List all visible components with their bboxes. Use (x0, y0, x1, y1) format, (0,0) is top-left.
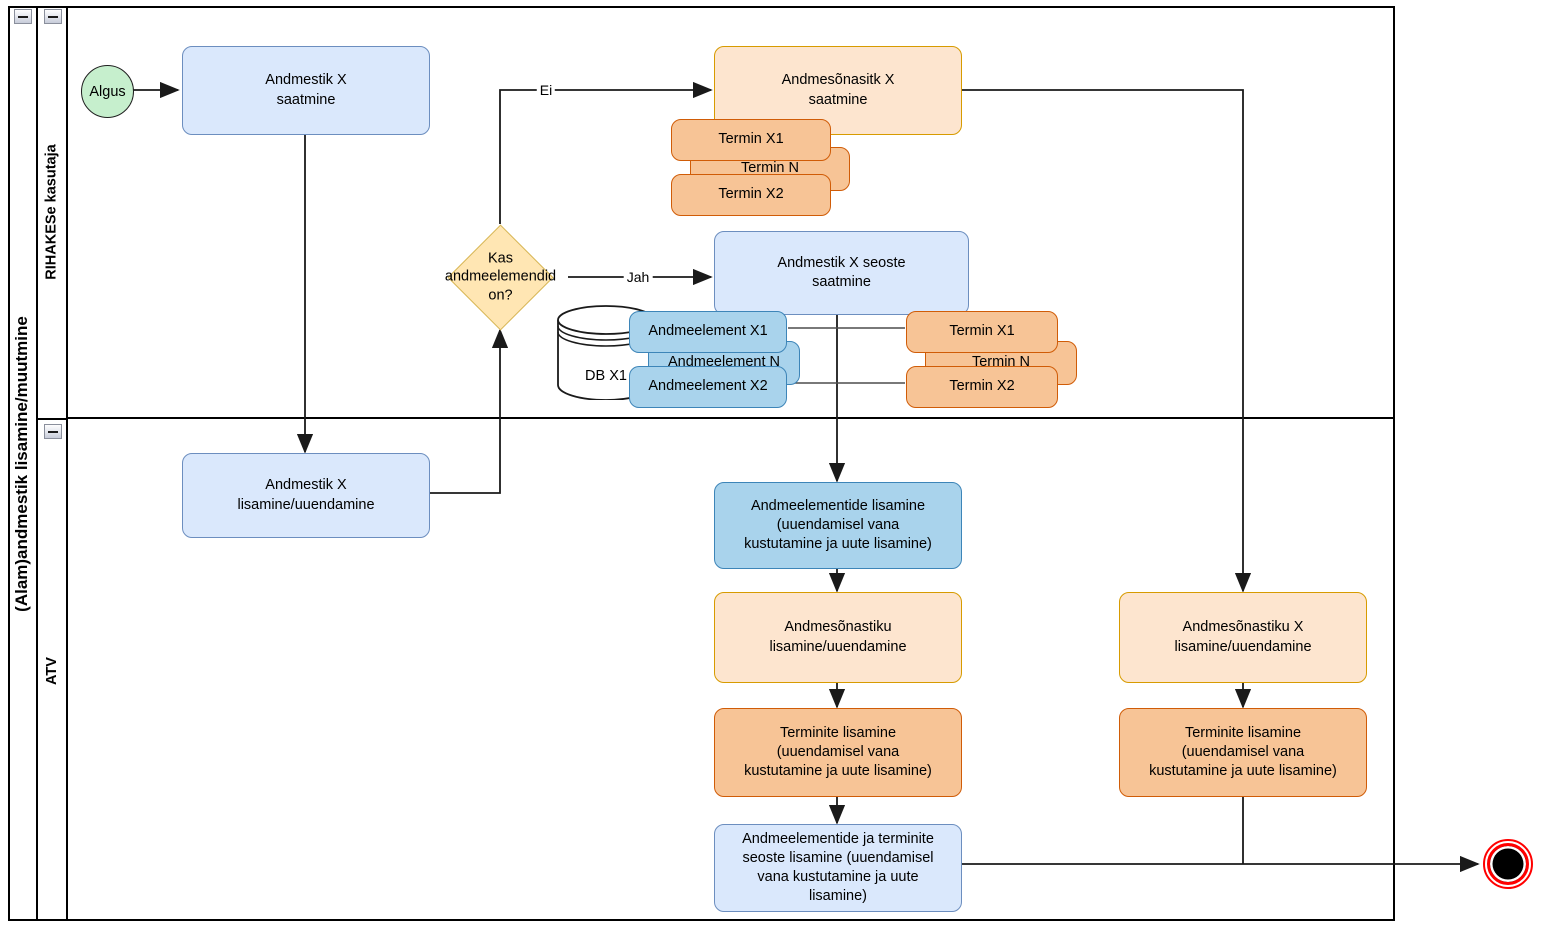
lane-divider (68, 417, 1395, 419)
start-event-algus[interactable]: Algus (81, 65, 134, 118)
datastore-db-x1-label: DB X1 (585, 368, 627, 384)
edge-label-jah: Jah (623, 269, 653, 285)
lane-header-atv: ATV (38, 418, 68, 921)
data-object-termin-x1-top-label: Termin X1 (718, 131, 784, 148)
edge-label-ei: Ei (536, 82, 556, 98)
pool-collapse-button[interactable] (14, 9, 32, 24)
data-object-termin-x2-mid[interactable]: Termin X2 (906, 366, 1058, 408)
data-object-andmeelement-x2-label: Andmeelement X2 (648, 378, 768, 395)
end-event-outer-ring (1483, 839, 1533, 889)
data-object-andmeelement-x1-label: Andmeelement X1 (648, 323, 768, 340)
data-object-termin-x2-top[interactable]: Termin X2 (671, 174, 831, 216)
edge-andmesonasitk-to-atv (962, 89, 1252, 593)
start-event-label: Algus (89, 83, 126, 100)
data-object-termin-n-top-label: Termin N (740, 160, 799, 177)
data-object-termin-x1-top[interactable]: Termin X1 (671, 119, 831, 161)
task-andmeelementide-lisamine[interactable]: Andmeelementide lisamine(uuendamisel van… (714, 482, 962, 569)
data-object-andmeelement-x1[interactable]: Andmeelement X1 (629, 311, 787, 353)
data-object-termin-x1-mid-label: Termin X1 (949, 323, 1015, 340)
edge-lisamine-to-gateway (430, 328, 509, 494)
lane-collapse-button-rihakese[interactable] (44, 9, 62, 24)
pool-header: (Alam)andmestik lisamine/muutmine (8, 6, 38, 921)
task-andmeelementide-lisamine-label: Andmeelementide lisamine(uuendamisel van… (744, 497, 932, 553)
data-object-termin-x2-top-label: Termin X2 (718, 186, 784, 203)
data-object-termin-x1-mid[interactable]: Termin X1 (906, 311, 1058, 353)
lane-header-rihakese-kasutaja: RIHAKESe kasutaja (38, 6, 68, 418)
lane-collapse-button-atv[interactable] (44, 424, 62, 439)
data-object-andmeelement-x2[interactable]: Andmeelement X2 (629, 366, 787, 408)
edge-gateway-ei (499, 81, 713, 224)
data-object-termin-x2-mid-label: Termin X2 (949, 378, 1015, 395)
